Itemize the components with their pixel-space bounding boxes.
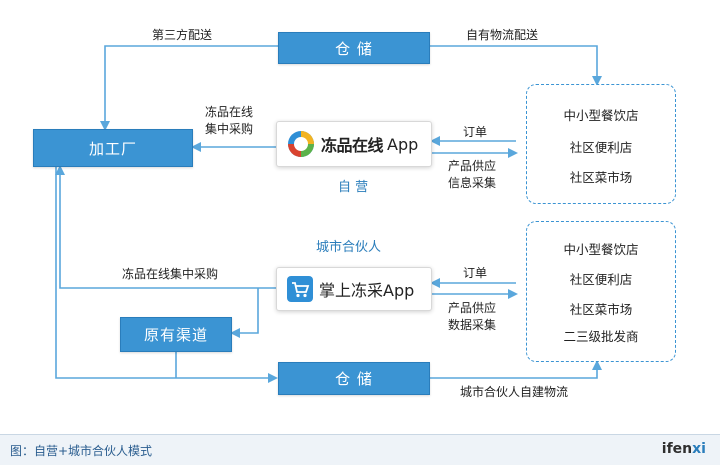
figure-caption: 图：自营+城市合伙人模式 [10,444,153,458]
brand-logo: ifenxi [662,441,706,457]
label-central-purchase-2: 冻品在线集中采购 [122,267,219,281]
group1-item-convenience: 社区便利店 [569,140,633,155]
label-own-logistics: 自有物流配送 [466,28,539,42]
label-third-party: 第三方配送 [152,28,213,42]
edge-partner-logistics [430,360,602,379]
edge-factory-warehouse [55,167,278,383]
edge-app2-factory [55,165,276,289]
label-supply-1b: 信息采集 [448,176,497,190]
app1-name: App [387,134,419,154]
group2-item-convenience: 社区便利店 [569,272,633,287]
warehouse-top-box: 仓 储 [278,32,430,64]
label-partner-logistics: 城市合伙人自建物流 [460,385,569,399]
customer-group-2: 中小型餐饮店 社区便利店 社区菜市场 二三级批发商 [526,221,676,362]
app2-name: 掌上冻采App [319,281,415,300]
group2-item-market: 社区菜市场 [569,302,633,317]
group2-item-restaurant: 中小型餐饮店 [563,242,639,257]
label-supply-2a: 产品供应 [448,301,497,315]
app1-card: 冻品在线 App [276,121,432,167]
footer-bar: 图：自营+城市合伙人模式 ifenxi [0,434,720,465]
app1-caption: 自 营 [338,180,369,195]
label-supply-1a: 产品供应 [448,159,497,173]
edge-own-logistics [430,45,602,86]
original-channel-box: 原有渠道 [120,317,232,352]
customer-group-1: 中小型餐饮店 社区便利店 社区菜市场 [526,84,676,204]
app1-logo-text: 冻品在线 [321,136,384,155]
group2-item-wholesaler: 二三级批发商 [563,329,639,344]
app2-caption: 城市合伙人 [316,240,382,255]
brand-logo-text-b: xi [692,441,706,457]
label-order-1: 订单 [463,125,488,139]
app2-card: 掌上冻采App [276,267,432,311]
factory-label: 加工厂 [88,139,137,158]
original-channel-label: 原有渠道 [143,326,208,344]
group1-item-market: 社区菜市场 [569,170,633,185]
warehouse-bottom-label: 仓 储 [335,370,373,388]
label-supply-2b: 数据采集 [448,318,497,332]
app1-logo-icon [288,131,314,157]
label-order-2: 订单 [463,266,488,280]
label-central-purchase-1b: 集中采购 [205,122,254,136]
factory-box: 加工厂 [33,129,193,167]
edge-third-party [100,45,278,131]
brand-logo-text-a: ifen [661,441,693,457]
edge-app2-channel [230,288,259,338]
label-central-purchase-1a: 冻品在线 [205,105,254,119]
shopping-cart-icon [287,276,313,302]
warehouse-top-label: 仓 储 [335,39,373,58]
warehouse-bottom-box: 仓 储 [278,362,430,395]
group1-item-restaurant: 中小型餐饮店 [563,108,639,123]
